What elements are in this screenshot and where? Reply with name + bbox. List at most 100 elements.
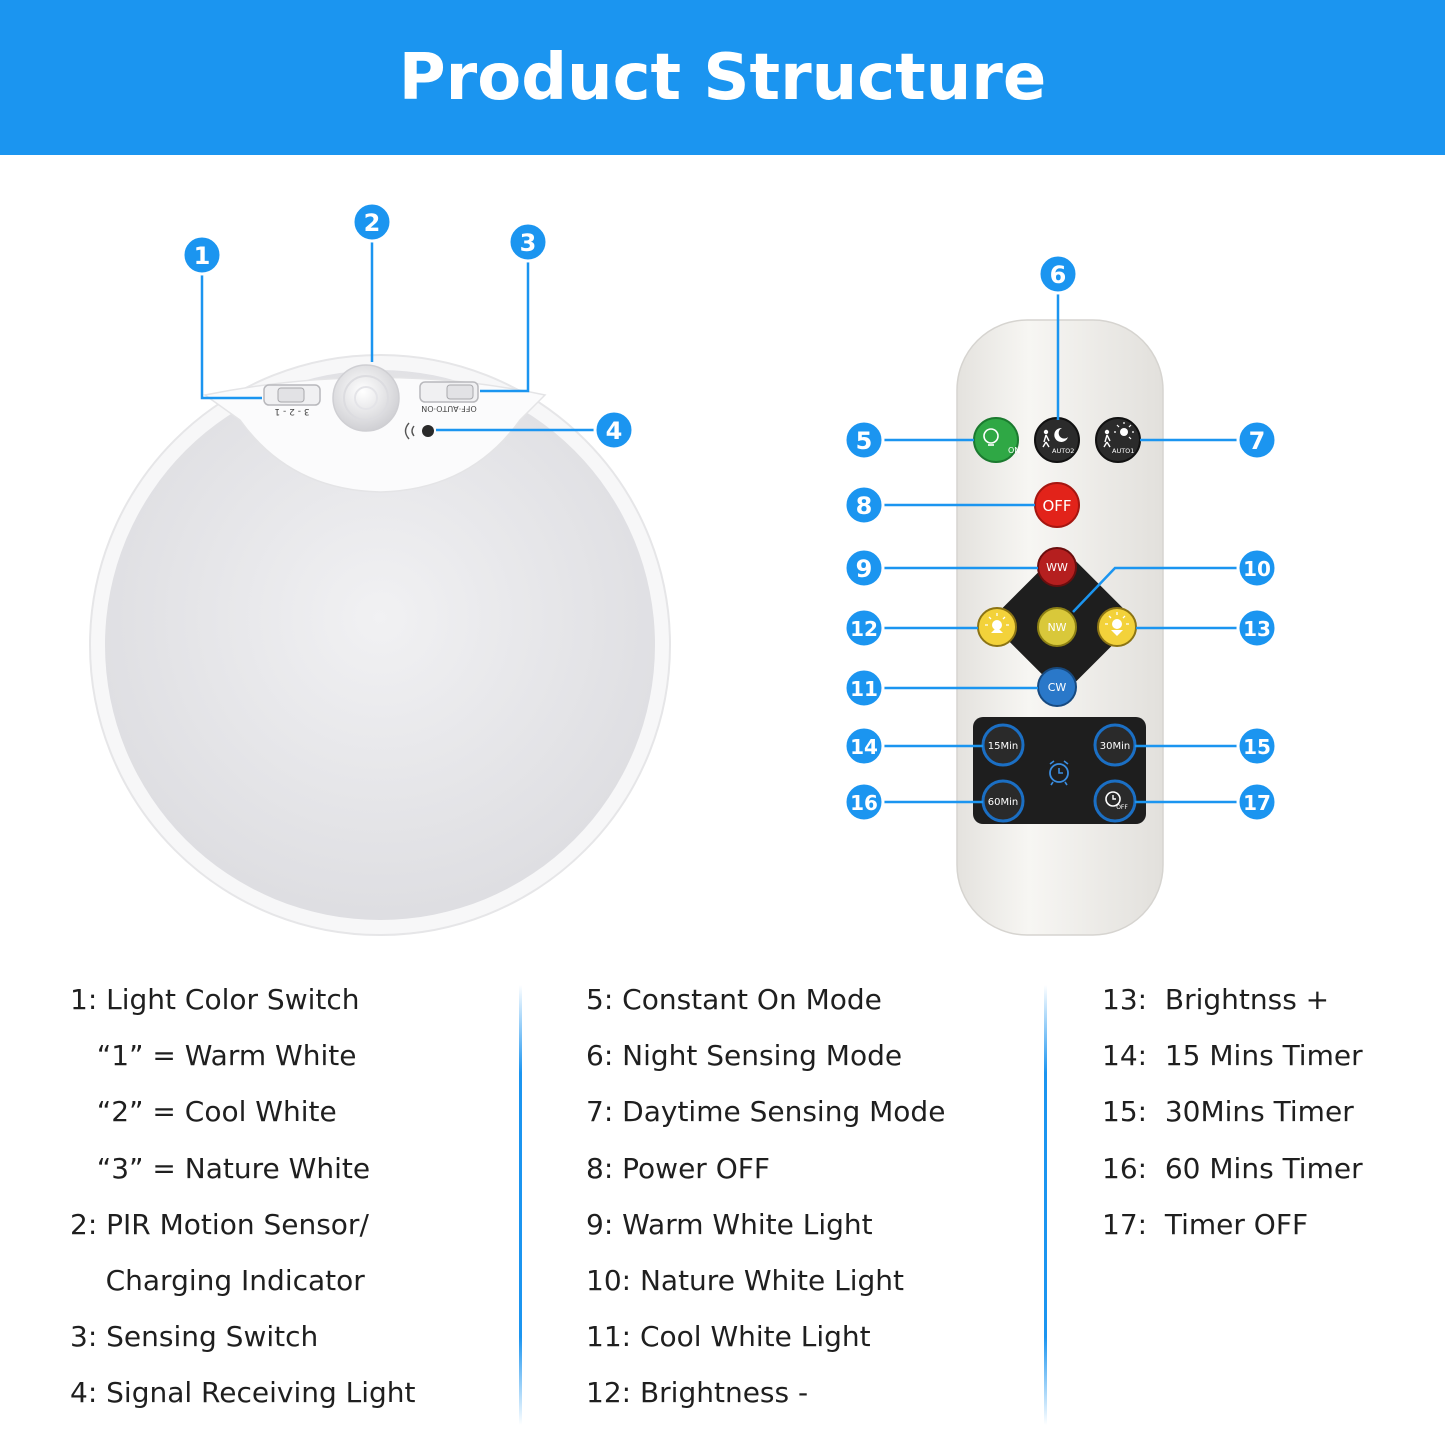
callout-12: 12 bbox=[843, 607, 885, 649]
svg-text:1: 1 bbox=[194, 242, 211, 270]
t30-label: 30Min bbox=[1100, 741, 1130, 752]
page-title: Product Structure bbox=[398, 40, 1047, 115]
sun-up-icon bbox=[1105, 612, 1129, 636]
callout-4: 4 bbox=[593, 409, 635, 451]
callout-lines bbox=[200, 240, 1239, 804]
svg-text:12: 12 bbox=[850, 617, 878, 641]
legend-item: 10: Nature White Light bbox=[586, 1263, 905, 1297]
legend-item: 9: Warm White Light bbox=[586, 1207, 873, 1241]
light-color-switch[interactable]: 3 - 2 - 1 bbox=[263, 384, 321, 416]
callout-17: 17 bbox=[1236, 781, 1278, 823]
timer-30-button[interactable]: 30Min bbox=[1093, 723, 1137, 767]
legend-item: 17: Timer OFF bbox=[1102, 1207, 1309, 1241]
cw-label: CW bbox=[1048, 681, 1067, 694]
legend-item: 5: Constant On Mode bbox=[586, 983, 882, 1016]
auto1-day-button[interactable]: AUTO1 bbox=[1095, 417, 1141, 463]
svg-text:5: 5 bbox=[856, 427, 873, 455]
callout-7: 7 bbox=[1236, 419, 1278, 461]
off-button[interactable]: OFF bbox=[1034, 482, 1080, 528]
callout-6: 6 bbox=[1037, 253, 1079, 295]
svg-text:14: 14 bbox=[850, 735, 878, 759]
callout-16: 16 bbox=[843, 781, 885, 823]
ww-label: WW bbox=[1046, 561, 1068, 574]
remote-control: ON AUTO2 AUTO1 bbox=[956, 319, 1164, 936]
callout-5: 5 bbox=[843, 419, 885, 461]
legend-item: 15: 30Mins Timer bbox=[1102, 1095, 1354, 1129]
callout-8: 8 bbox=[843, 484, 885, 526]
t60-label: 60Min bbox=[988, 797, 1018, 808]
timer-15-button[interactable]: 15Min bbox=[981, 723, 1025, 767]
legend-item: 2: PIR Motion Sensor/ bbox=[70, 1207, 369, 1241]
legend-item: 6: Night Sensing Mode bbox=[586, 1039, 903, 1073]
legend-item: “3” = Nature White bbox=[70, 1151, 371, 1185]
svg-text:16: 16 bbox=[850, 791, 878, 815]
alarm-clock-icon bbox=[1049, 760, 1069, 786]
legend-item: Charging Indicator bbox=[70, 1263, 365, 1297]
legend-item: 3: Sensing Switch bbox=[70, 1320, 319, 1354]
legend-item: 1: Light Color Switch bbox=[70, 983, 360, 1016]
svg-text:11: 11 bbox=[850, 677, 878, 701]
legend-column-2: 5: Constant On Mode 6: Night Sensing Mod… bbox=[586, 972, 945, 1422]
nw-label: NW bbox=[1047, 621, 1066, 634]
bulb-icon bbox=[983, 428, 999, 446]
legend-item: “2” = Cool White bbox=[70, 1095, 337, 1129]
ww-button[interactable]: WW bbox=[1037, 547, 1077, 587]
legend-item: 14: 15 Mins Timer bbox=[1102, 1039, 1363, 1073]
product-diagram: 3 - 2 - 1 OFF·AUTO·ON ON bbox=[89, 201, 1278, 936]
svg-text:4: 4 bbox=[606, 417, 623, 445]
svg-text:17: 17 bbox=[1243, 791, 1271, 815]
svg-text:6: 6 bbox=[1050, 261, 1067, 289]
timer-60-button[interactable]: 60Min bbox=[981, 779, 1025, 823]
svg-text:3: 3 bbox=[520, 229, 537, 257]
off-label: OFF bbox=[1042, 497, 1071, 515]
walking-person-icon bbox=[1103, 429, 1111, 448]
legend-column-3: 13: Brightnss + 14: 15 Mins Timer 15: 30… bbox=[1102, 972, 1363, 1253]
callout-10: 10 bbox=[1236, 547, 1278, 589]
auto2-night-button[interactable]: AUTO2 bbox=[1034, 417, 1080, 463]
switch-right-label: OFF·AUTO·ON bbox=[421, 404, 476, 413]
callout-13: 13 bbox=[1236, 607, 1278, 649]
svg-text:15: 15 bbox=[1243, 735, 1271, 759]
callout-9: 9 bbox=[843, 547, 885, 589]
brightness-up-button[interactable] bbox=[1097, 607, 1137, 647]
svg-text:8: 8 bbox=[856, 492, 873, 520]
svg-text:2: 2 bbox=[364, 209, 381, 237]
svg-text:13: 13 bbox=[1243, 617, 1271, 641]
auto1-label: AUTO1 bbox=[1112, 447, 1134, 455]
signal-waves-icon bbox=[404, 422, 415, 440]
auto2-label: AUTO2 bbox=[1052, 447, 1074, 455]
legend-item: 12: Brightness - bbox=[586, 1376, 809, 1410]
sensing-switch[interactable]: OFF·AUTO·ON bbox=[419, 381, 479, 413]
clock-icon bbox=[1105, 791, 1121, 807]
lamp-diffuser bbox=[105, 370, 655, 920]
callout-2: 2 bbox=[351, 201, 393, 243]
legend-column-1: 1: Light Color Switch “1” = Warm White “… bbox=[70, 972, 416, 1422]
sun-icon bbox=[1114, 422, 1134, 440]
on-label: ON bbox=[1008, 446, 1020, 455]
t15-label: 15Min bbox=[988, 741, 1018, 752]
signal-receiving-light bbox=[404, 422, 434, 440]
moon-icon bbox=[1054, 427, 1068, 442]
legend-item: 16: 60 Mins Timer bbox=[1102, 1151, 1363, 1185]
timer-off-button[interactable]: OFF bbox=[1093, 779, 1137, 823]
lamp: 3 - 2 - 1 OFF·AUTO·ON bbox=[89, 354, 671, 936]
timer-off-label: OFF bbox=[1116, 804, 1128, 811]
legend-item: 4: Signal Receiving Light bbox=[70, 1376, 416, 1410]
brightness-down-button[interactable] bbox=[977, 607, 1017, 647]
cw-button[interactable]: CW bbox=[1037, 667, 1077, 707]
pir-sensor bbox=[332, 364, 400, 432]
svg-text:7: 7 bbox=[1249, 427, 1266, 455]
sun-down-icon bbox=[985, 613, 1009, 633]
legend-item: 8: Power OFF bbox=[586, 1151, 770, 1185]
walking-person-icon bbox=[1042, 429, 1050, 448]
svg-text:10: 10 bbox=[1243, 557, 1271, 581]
legend-item: “1” = Warm White bbox=[70, 1039, 357, 1073]
svg-text:9: 9 bbox=[856, 555, 873, 583]
callout-11: 11 bbox=[843, 667, 885, 709]
callout-3: 3 bbox=[507, 221, 549, 263]
switch-left-label: 3 - 2 - 1 bbox=[274, 406, 309, 416]
legend-item: 7: Daytime Sensing Mode bbox=[586, 1095, 946, 1129]
nw-button[interactable]: NW bbox=[1037, 607, 1077, 647]
legend-divider bbox=[519, 985, 522, 1425]
callout-badges: 1 2 3 4 5 6 7 8 9 10 11 12 13 14 15 16 1… bbox=[181, 201, 1278, 823]
